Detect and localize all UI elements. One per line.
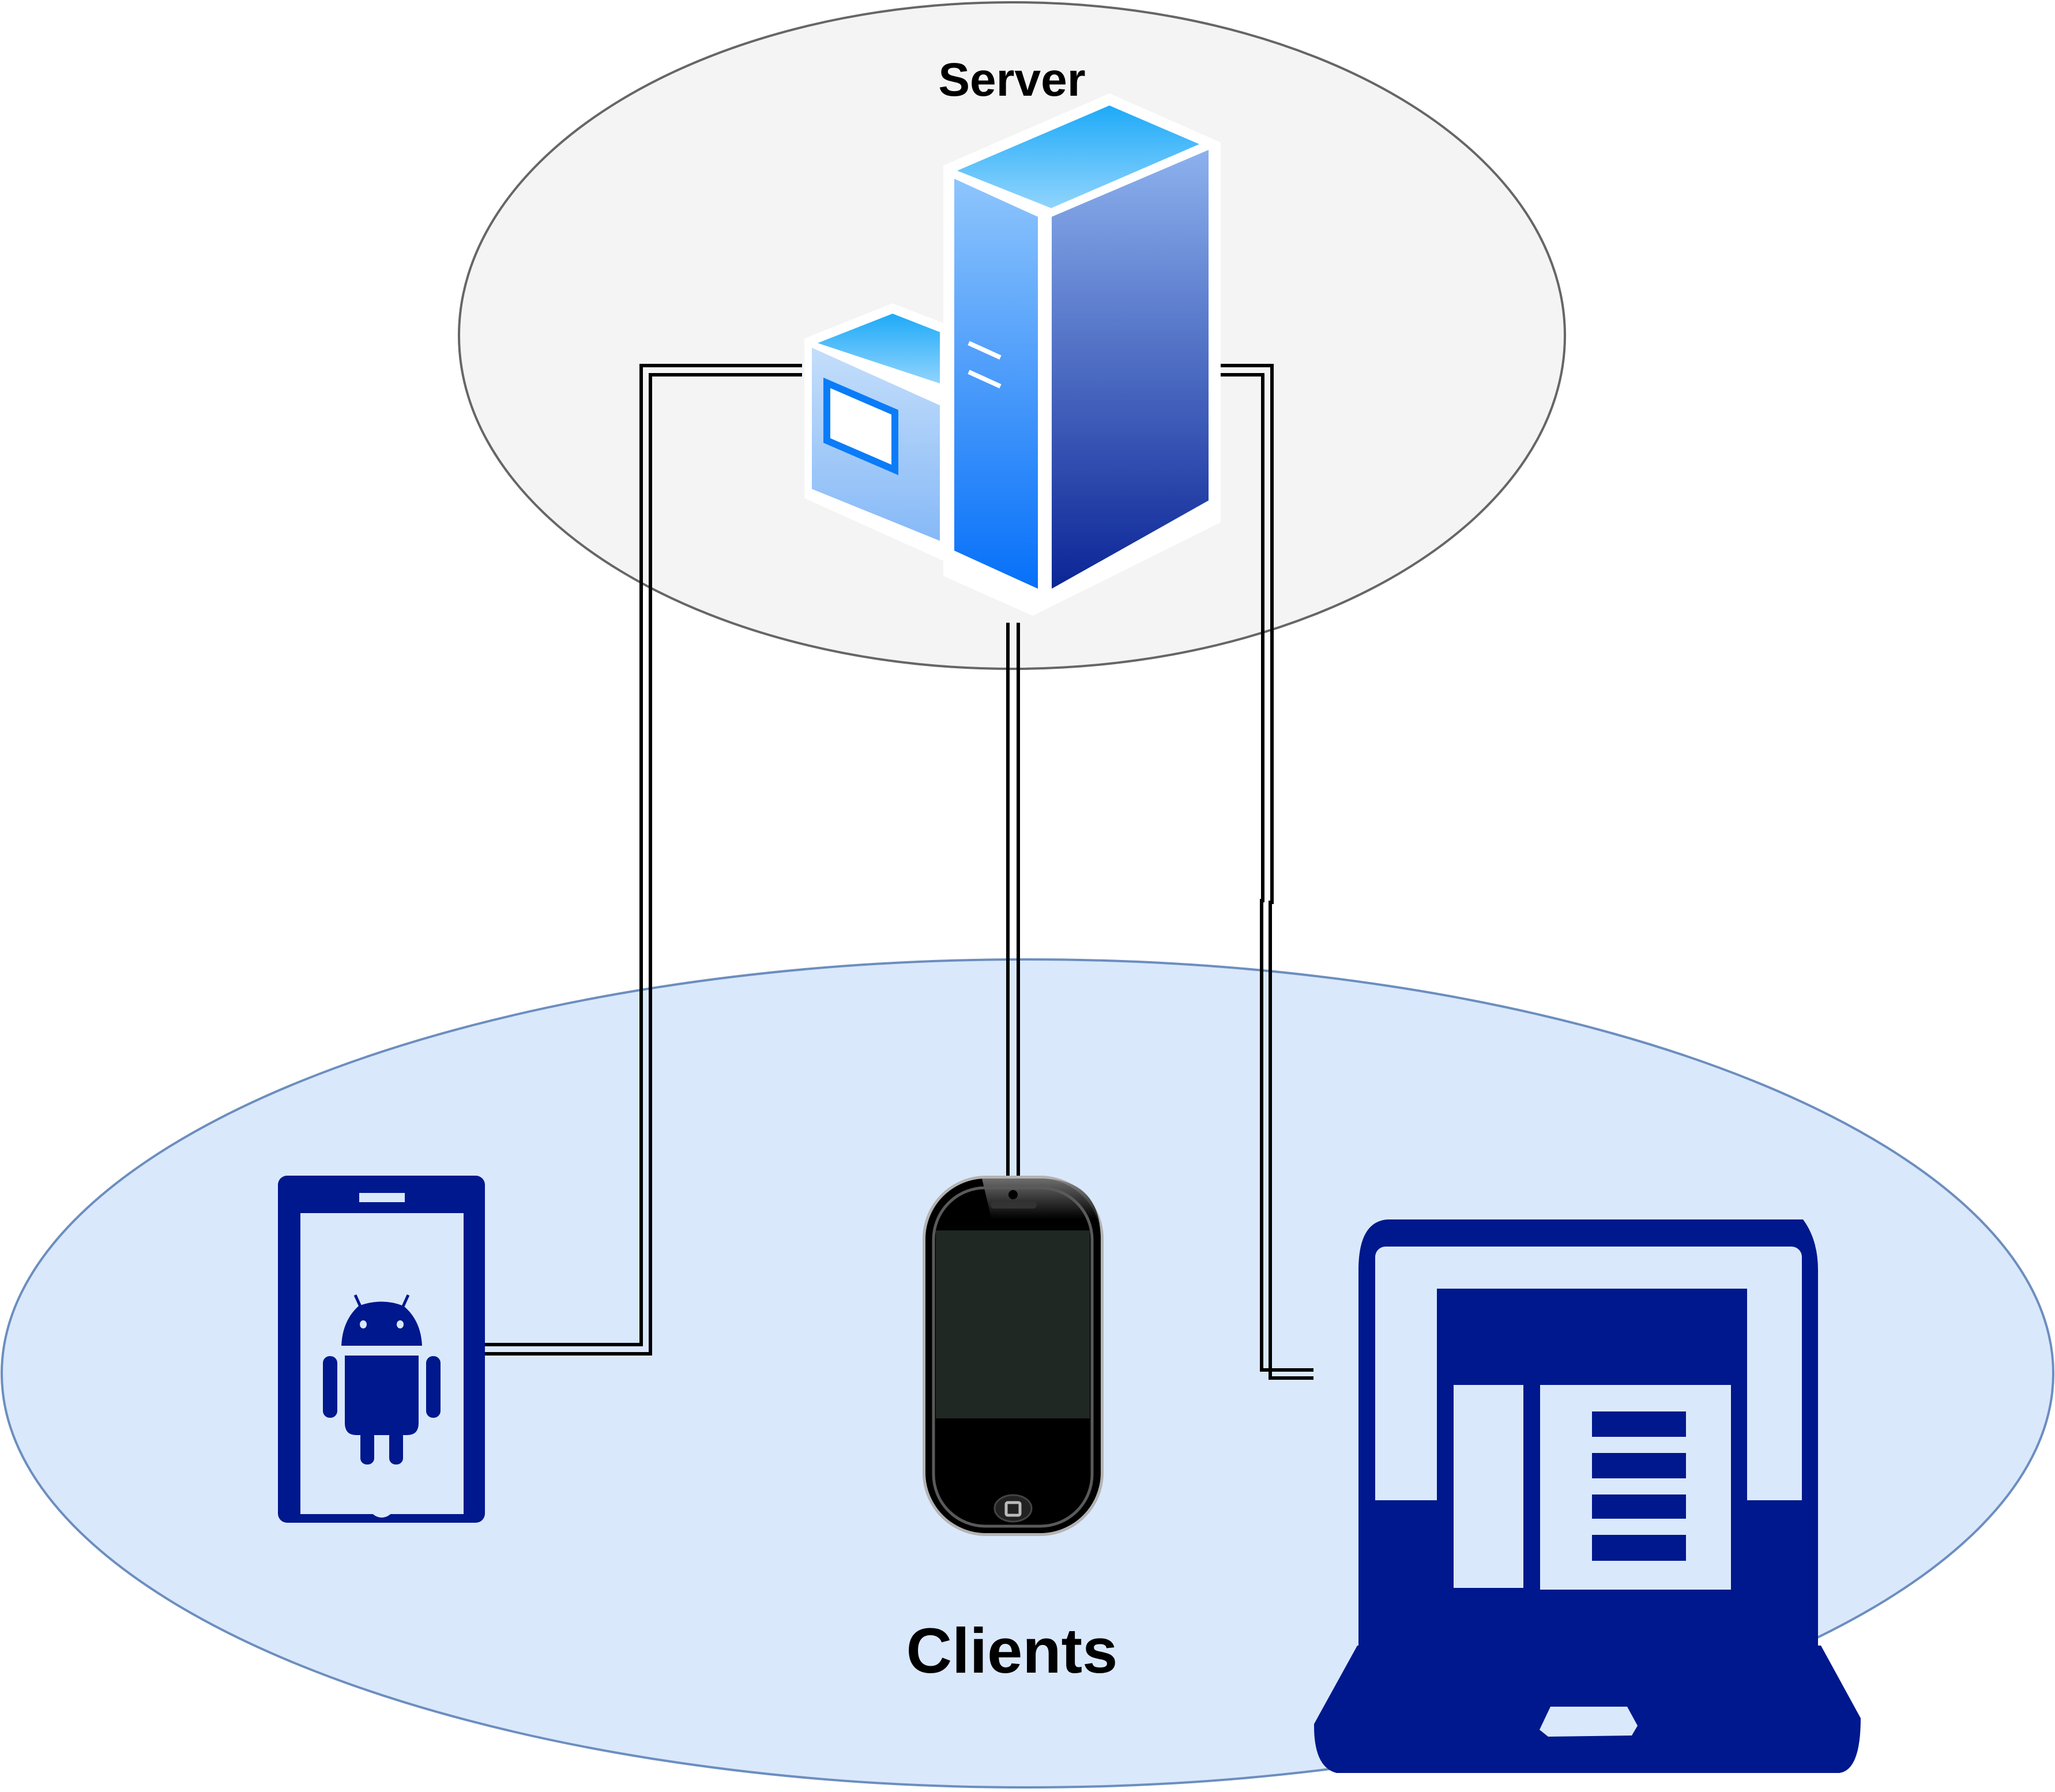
connector-server-iphone xyxy=(1006,623,1020,1176)
home-button xyxy=(993,1494,1033,1523)
phone-speaker xyxy=(359,1193,405,1202)
connector-server-android xyxy=(485,364,802,1356)
laptop-web-icon[interactable] xyxy=(1313,1202,1861,1773)
server-label: Server xyxy=(938,54,1086,106)
connector-server-laptop xyxy=(1221,364,1313,1380)
android-logo-icon xyxy=(323,1294,441,1465)
server-tower-icon[interactable] xyxy=(804,93,1221,616)
clients-label: Clients xyxy=(906,1616,1118,1686)
android-phone-icon[interactable] xyxy=(278,1176,485,1523)
smartphone-icon[interactable] xyxy=(923,1176,1104,1536)
home-button xyxy=(367,1484,396,1518)
phone-screen xyxy=(936,1230,1090,1418)
